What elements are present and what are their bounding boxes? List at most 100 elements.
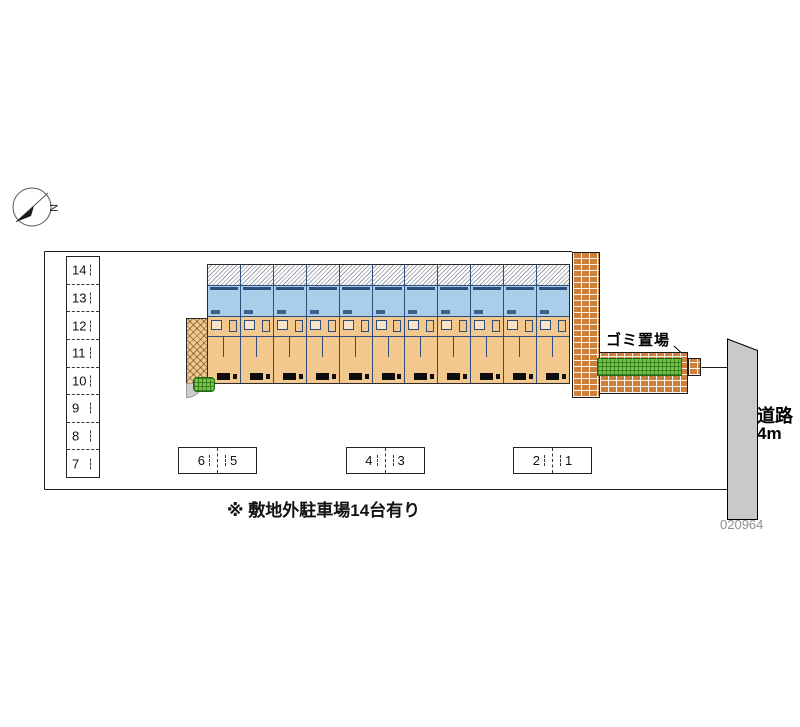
- meter-box: [430, 374, 435, 379]
- parking-stall-number: 11: [72, 345, 86, 361]
- partition-line-vertical: [519, 336, 521, 357]
- toilet: [459, 320, 468, 332]
- parking-stall-number: 12: [72, 318, 87, 334]
- bathroom-unit: [211, 320, 222, 330]
- toilet: [360, 320, 369, 332]
- parking-pair: 6 5: [178, 447, 257, 474]
- parking-stall: 3: [386, 448, 424, 473]
- balcony: [372, 265, 405, 286]
- toilet: [492, 320, 501, 332]
- balcony: [438, 265, 471, 286]
- balcony: [339, 265, 372, 286]
- parking-stall: 14: [67, 257, 99, 284]
- balcony: [405, 265, 438, 286]
- toilet: [393, 320, 402, 332]
- note-text: ※ 敷地外駐車場14台有り: [227, 501, 421, 520]
- stairwell: [186, 318, 208, 384]
- stall-tick: [90, 430, 91, 442]
- parking-stall: 13: [67, 283, 99, 312]
- road-surface: [727, 338, 758, 520]
- meter-box: [463, 374, 468, 379]
- meter-box: [331, 374, 336, 379]
- parking-stall: 8: [67, 421, 99, 450]
- balcony: [208, 265, 240, 286]
- balcony: [471, 265, 504, 286]
- apartment-unit: [208, 265, 240, 383]
- stall-tick: [544, 455, 545, 466]
- bathroom-unit: [441, 320, 453, 330]
- parking-stall: 11: [67, 338, 99, 367]
- parking-column-left: 14 13 12 11 10 9: [66, 256, 100, 478]
- bathroom-unit: [507, 320, 519, 330]
- toilet: [426, 320, 435, 332]
- meter-box: [298, 374, 303, 379]
- entrance-door: [546, 373, 560, 380]
- stall-tick: [225, 455, 226, 466]
- garbage-area: [597, 358, 682, 376]
- compass-circle-icon: [12, 187, 52, 227]
- meter-box: [397, 374, 402, 379]
- parking-stall: 6: [179, 448, 217, 473]
- bathroom-unit: [540, 320, 552, 330]
- entrance-door: [414, 373, 428, 380]
- parking-stall-number: 6: [197, 453, 205, 468]
- stall-divider: [384, 448, 386, 473]
- parking-stall: 5: [218, 448, 256, 473]
- parking-stall-number: 2: [532, 453, 540, 468]
- kitchen-area: [273, 317, 306, 383]
- apartment-unit: [536, 265, 569, 383]
- kitchen-area: [438, 317, 471, 383]
- garbage-label: ゴミ置場: [606, 332, 671, 349]
- planting-bush: [193, 377, 215, 392]
- partition-line-vertical: [420, 336, 422, 357]
- living-room: [405, 286, 438, 317]
- apartment-unit: [239, 265, 273, 383]
- apartment-unit: [503, 265, 537, 383]
- meter-box: [496, 374, 501, 379]
- parking-pair: 2 1: [513, 447, 592, 474]
- toilet: [525, 320, 534, 332]
- parking-stall-number: 4: [365, 453, 373, 468]
- partition-line-vertical: [288, 336, 290, 357]
- kitchen-area: [471, 317, 504, 383]
- entrance-door: [282, 373, 296, 380]
- parking-row-bottom: 6 5 4 3: [178, 447, 592, 474]
- stall-tick: [560, 455, 561, 466]
- parking-stall-number: 8: [72, 428, 80, 444]
- stall-tick: [90, 458, 91, 470]
- compass-north-label: N: [47, 204, 59, 212]
- kitchen-area: [208, 317, 240, 383]
- compass: N: [12, 187, 59, 227]
- living-room: [240, 286, 273, 317]
- parking-stall-number: 14: [72, 262, 87, 278]
- parking-pair: 4 3: [345, 447, 425, 474]
- living-room: [438, 286, 471, 317]
- entrance-door: [217, 373, 230, 380]
- meter-box: [232, 374, 237, 379]
- bathroom-unit: [342, 320, 354, 330]
- meter-box: [265, 374, 270, 379]
- living-room: [372, 286, 405, 317]
- apartment-unit: [305, 265, 339, 383]
- living-room: [273, 286, 306, 317]
- stall-tick: [376, 455, 378, 466]
- parking-stall: 7: [67, 449, 99, 477]
- parking-stall: 2: [514, 448, 552, 473]
- bathroom-unit: [474, 320, 486, 330]
- meter-box: [529, 374, 534, 379]
- parking-stall: 4: [347, 448, 385, 473]
- apartment-unit: [404, 265, 438, 383]
- entrance-door: [381, 373, 395, 380]
- entrance-door: [348, 373, 362, 380]
- toilet: [261, 320, 270, 332]
- road-width-label: 4m: [757, 424, 782, 443]
- stall-tick: [90, 347, 91, 359]
- entrance-door: [447, 373, 461, 380]
- apartment-building: [186, 264, 570, 384]
- balcony: [537, 265, 569, 286]
- parking-stall: 12: [67, 311, 99, 339]
- toilet: [228, 320, 237, 332]
- kitchen-area: [339, 317, 372, 383]
- apartment-unit: [437, 265, 471, 383]
